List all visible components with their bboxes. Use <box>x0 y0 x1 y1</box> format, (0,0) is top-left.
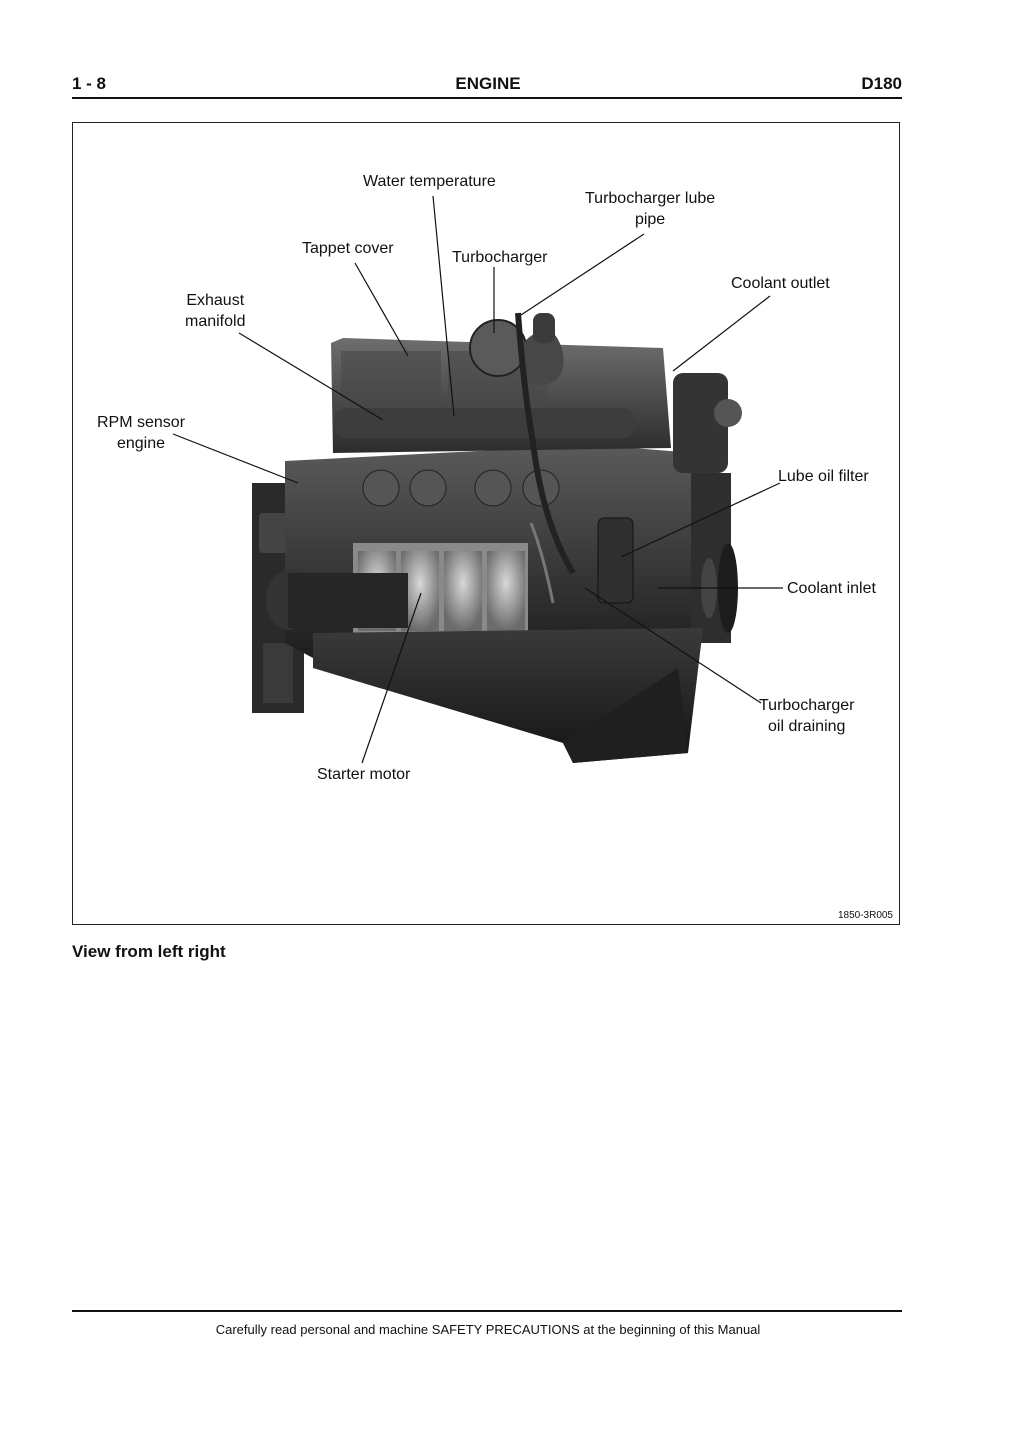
label-turbocharger: Turbocharger <box>452 249 548 266</box>
leader-lube-oil-filter <box>620 482 781 558</box>
label-exhaust-manifold: Exhaust manifold <box>185 292 246 330</box>
label-tappet-cover: Tappet cover <box>302 240 394 257</box>
figure-caption: View from left right <box>72 942 226 961</box>
label-rpm-sensor-engine: RPM sensor engine <box>97 414 186 452</box>
label-lube-oil-filter: Lube oil filter <box>778 468 869 485</box>
page-number: 1 - 8 <box>72 74 107 93</box>
engine-illustration <box>172 195 783 764</box>
label-coolant-inlet: Coolant inlet <box>787 580 876 597</box>
label-turbocharger-lube-pipe: Turbocharger lube pipe <box>585 190 716 228</box>
label-water-temperature: Water temperature <box>363 173 496 190</box>
engine-shape <box>252 312 742 763</box>
leader-tappet-cover <box>354 262 409 357</box>
label-starter-motor: Starter motor <box>317 766 411 783</box>
footer-rule <box>72 1310 902 1312</box>
leader-starter-motor <box>361 592 422 764</box>
header-rule <box>72 97 902 99</box>
figure-id: 1850-3R005 <box>837 910 893 921</box>
section-title: ENGINE <box>455 74 521 93</box>
label-coolant-outlet: Coolant outlet <box>731 275 830 292</box>
leader-coolant-outlet <box>672 295 771 372</box>
leader-water-temperature <box>432 195 455 417</box>
leader-rpm-sensor-engine <box>172 433 299 484</box>
leader-turbocharger-lube-pipe <box>520 233 645 316</box>
engine-figure: Water temperature Turbocharger lube pipe… <box>72 122 900 925</box>
footer-note: Carefully read personal and machine SAFE… <box>215 1322 761 1337</box>
model-code: D180 <box>861 74 902 93</box>
leader-turbocharger-oil-draining <box>584 587 762 704</box>
leader-exhaust-manifold <box>238 332 384 421</box>
label-turbocharger-oil-draining: Turbocharger oil draining <box>759 697 855 735</box>
leader-lines <box>172 195 783 764</box>
